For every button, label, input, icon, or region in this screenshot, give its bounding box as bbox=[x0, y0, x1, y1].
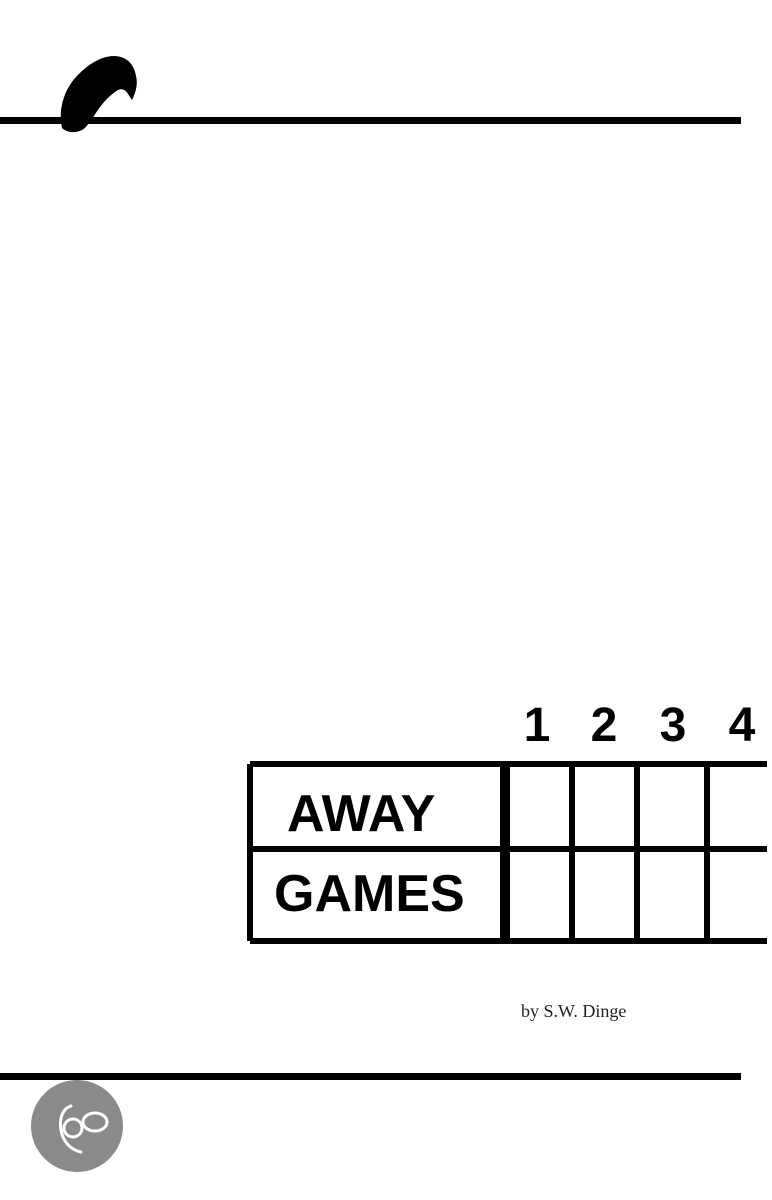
scoreboard-grid bbox=[247, 761, 767, 944]
title-line-away: AWAY bbox=[287, 785, 436, 843]
inning-number-3: 3 bbox=[659, 699, 687, 752]
crow-icon bbox=[60, 56, 137, 133]
bottom-rule bbox=[0, 1073, 741, 1080]
inning-number-2: 2 bbox=[590, 699, 618, 752]
seal-icon bbox=[31, 1080, 123, 1172]
author-byline: by S.W. Dinge bbox=[521, 1001, 627, 1021]
inning-number-1: 1 bbox=[523, 699, 551, 752]
title-line-games: GAMES bbox=[274, 865, 465, 923]
inning-number-4: 4 bbox=[728, 699, 756, 752]
top-rule bbox=[0, 117, 741, 124]
